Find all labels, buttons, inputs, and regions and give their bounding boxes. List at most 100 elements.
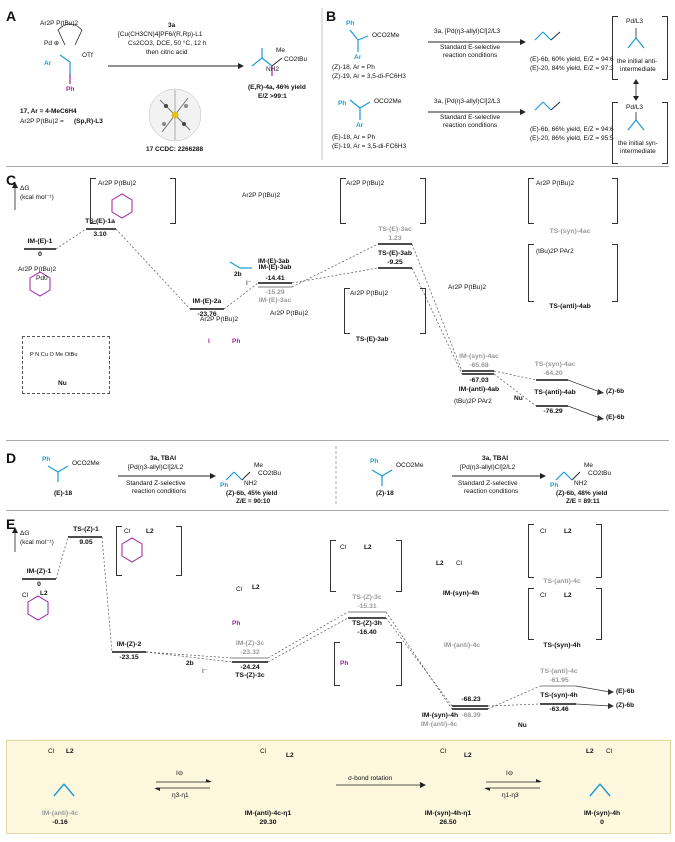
e-state-im-z1-name: IM-(Z)-1 [26, 568, 52, 575]
c-state-im-anti4ab-value: -67.03 [469, 377, 489, 384]
e-ts-z3h-ph: Ph [340, 660, 349, 667]
crystal-label: 17 CCDC: 2266288 [146, 146, 204, 153]
c-state-im-e3ab-name: IM-(E)-3ab [258, 264, 292, 271]
e-axis-label1: ΔG [20, 530, 30, 537]
d-right-sub: (Z)-18 [376, 490, 394, 497]
c-state-ts-syn4ac-value: -64.20 [543, 370, 563, 377]
c-state-ts-anti4ab-value: -76.29 [543, 408, 563, 415]
c-state-im-anti4ab-name: IM-(anti)-4ab [458, 386, 500, 393]
d-right-ratio: Z/E = 89:11 [566, 498, 600, 505]
compound-17-ph: Ph [66, 86, 75, 93]
c-im-e3ab-struct: Ar2P P(tBu)2 [242, 192, 281, 199]
d-left-prod-co2: CO2tBu [258, 470, 282, 477]
c-axis-label1: ΔG [20, 185, 30, 192]
e-state-im-syn4h-name: IM-(syn)-4h [421, 712, 459, 719]
e-state-ts-z3c-name: TS-(Z)-3c [352, 594, 382, 601]
e-ts-anti4c-cl: Cl [540, 528, 547, 535]
d-left-cond1: 3a, TBAI [150, 455, 177, 462]
c-state-ts-e3ac-name: TS-(E)-3ac [378, 226, 412, 233]
c-im-e3ab-label: IM-(E)-3ab [258, 258, 290, 265]
e-ts-z3c-cl: Cl [340, 544, 347, 551]
c-ts-syn4ac-struct: Ar2P P(tBu)2 [536, 180, 575, 187]
e-state-im-anti4c-name: IM-(anti)-4c [420, 721, 458, 728]
eb-2-l2: L2 [286, 752, 294, 759]
b-row2-ph: Ph [338, 100, 347, 107]
e-axis-label2: (kcal mol⁻¹) [20, 539, 54, 546]
b-row2-cond3: reaction conditions [443, 122, 498, 129]
b-row2-prod1: (E)-6b, 66% yield, E/Z = 94:6 [530, 126, 614, 133]
c-state-im-syn4ac-value: -65.68 [469, 362, 489, 369]
c-ts-e3ab-label: TS-(E)-3ab [356, 336, 389, 343]
e-ts-z3c-l2: L2 [364, 544, 372, 551]
c-state-ts-e1a-value: 3.10 [93, 231, 107, 238]
c-im-e3ac-struct: Ar2P P(tBu)2 [270, 310, 309, 317]
compound-17-structure: Ar2P P(tBu)2 [40, 20, 78, 28]
conditions-a-line1: [Cu(CH3CN)4]PF6/(R,Rp)-L1 [118, 31, 203, 38]
d-right-cond2: [Pd(η3-allyl)Cl]2/L2 [460, 464, 516, 471]
e-im-z3c-ph: Ph [232, 620, 241, 627]
d-right-cond4: reaction conditions [464, 488, 519, 495]
e-ts-syn4h-l2: L2 [564, 592, 572, 599]
c-im-e2a-struct: Ar2P P(tBu)2 [200, 316, 239, 323]
e-bottom-box [6, 740, 671, 834]
eb-arrow1-bottom: η3-η1 [172, 792, 189, 799]
b-row1-oco2me: OCO2Me [372, 32, 400, 39]
e-state-im-z3c-name: IM-(Z)-3c [235, 640, 265, 647]
conditions-a-line2: Cs2CO3, DCE, 50 °C, 12 h [128, 40, 207, 47]
c-state-im-e3ac-value: -15.29 [265, 289, 285, 296]
e-state-im-syn4h-value: -68.23 [461, 696, 481, 703]
d-left-prod-me: Me [254, 462, 264, 469]
c-state-ts-syn4ac-name: TS-(syn)-4ac [534, 361, 576, 368]
e-state-im-anti4c-value: -68.39 [461, 712, 481, 719]
c-im-anti4ab-struct: Ar2P P(tBu)2 [448, 284, 487, 291]
eb-arrow1-top: I⊖ [176, 770, 184, 777]
eb-1-name: IM-(anti)-4c [41, 810, 79, 817]
compound-17-ar: Ar [44, 60, 52, 67]
c-state-ts-e3ab-name: TS-(E)-3ab [378, 250, 412, 257]
e-ts-anti4c-label: TS-(anti)-4c [543, 578, 581, 585]
eb-1-value: -0.16 [52, 819, 68, 826]
eb-3-l2: L2 [464, 752, 472, 759]
c-nu-struct: P N Cu O Me OtBu [30, 352, 78, 358]
c-im-syn4ac-struct: (tBu)2P PAr2 [454, 398, 492, 405]
compound-17-label: 17, Ar = 4-MeC6H4 [20, 108, 77, 115]
eb-1-cl: Cl [48, 748, 55, 755]
c-ts-syn4ac-label: TS-(syn)-4ac [549, 228, 591, 235]
e-state-ts-syn4h-value: -63.46 [549, 706, 569, 713]
e-im-syn4h-l2: L2 [436, 560, 444, 567]
d-right-oco2me: OCO2Me [396, 462, 424, 469]
c-nu-box [22, 336, 110, 394]
d-right-prod-ph: Ph [550, 482, 559, 489]
c-axis-label2: (kcal mol⁻¹) [20, 194, 54, 201]
b-anti-label2: intermediate [620, 66, 656, 73]
eb-2-value: 29.30 [259, 819, 277, 826]
c-im-e1-struct: Ar2P P(tBu)2 [18, 266, 57, 273]
eb-2-cl: Cl [260, 748, 267, 755]
eb-arrow3-bottom: η1-η3 [502, 792, 519, 799]
e-state-im-z1-value: 0 [37, 581, 41, 588]
eb-1-l2: L2 [66, 748, 74, 755]
e-im-z3c-cl: Cl [236, 586, 243, 593]
product-4a-ez: E/Z >99:1 [258, 93, 287, 100]
d-left-sub: (E)-18 [54, 490, 73, 497]
e-state-ts-z1-name: TS-(Z)-1 [73, 526, 99, 533]
b-anti-label1: the initial anti- [617, 58, 658, 65]
eb-4-l2: L2 [586, 748, 594, 755]
compound-17-otf: OTf [82, 52, 93, 59]
d-right-prod-me: Me [584, 462, 594, 469]
e-label-iodide: I⁻ [202, 668, 208, 675]
e-ts-syn4h-label: TS-(syn)-4h [543, 642, 581, 649]
c-state-im-syn4ac-name: IM-(syn)-4ac [459, 353, 499, 360]
e-state-ts-z3h-value: -16.40 [357, 629, 377, 636]
b-row2-prod2: (E)-20, 86% yield, E/Z = 95:5 [530, 135, 614, 142]
e-state-im-z2-value: -23.15 [119, 654, 139, 661]
b-row2-ar: Ar [356, 122, 364, 129]
e-state-ts-z3c-value: -15.31 [357, 603, 377, 610]
d-left-cond3: Standard Z-selective [126, 480, 186, 487]
b-row1-cond1: 3a, [Pd(η3-allyl)Cl]2/L3 [434, 28, 501, 35]
